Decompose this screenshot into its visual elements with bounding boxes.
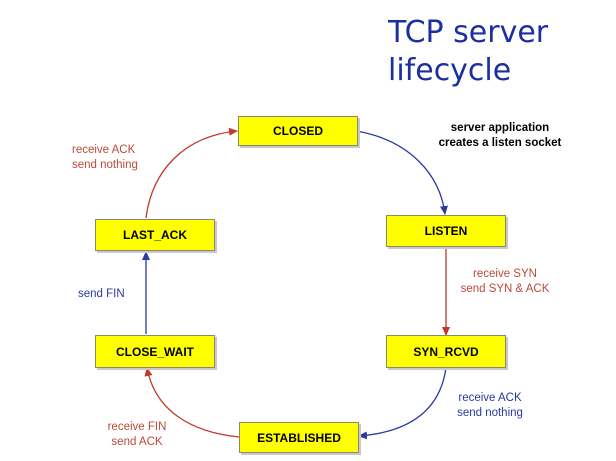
label-last-ack-to-closed: receive ACK send nothing	[72, 143, 138, 173]
label-last-ack-to-closed-line-1: receive ACK	[72, 144, 136, 156]
diagram-title: TCP server lifecycle	[388, 14, 548, 90]
state-syn-rcvd: SYN_RCVD	[386, 335, 506, 368]
title-line-1: TCP server	[388, 15, 549, 50]
label-closed-to-listen-line-1: server application	[450, 122, 550, 134]
label-syn-rcvd-to-established-line-1: receive ACK	[458, 392, 522, 404]
arrow-last-ack-to-closed	[145, 127, 238, 219]
arrow-established-to-close-wait	[144, 367, 240, 438]
label-established-to-close-wait-line-1: receive FIN	[107, 421, 167, 433]
label-syn-rcvd-to-established-line-2: send nothing	[457, 407, 523, 419]
state-close-wait: CLOSE_WAIT	[95, 335, 215, 368]
label-listen-to-syn-rcvd-line-2: send SYN & ACK	[460, 283, 550, 295]
label-close-wait-to-last-ack-line-1: send FIN	[78, 288, 125, 300]
label-established-to-close-wait: receive FIN send ACK	[92, 420, 182, 450]
label-close-wait-to-last-ack: send FIN	[78, 287, 125, 302]
label-syn-rcvd-to-established: receive ACK send nothing	[440, 391, 540, 421]
arrow-syn-rcvd-to-established	[358, 367, 447, 440]
label-established-to-close-wait-line-2: send ACK	[111, 436, 163, 448]
label-listen-to-syn-rcvd: receive SYN send SYN & ACK	[450, 267, 560, 297]
label-closed-to-listen: server application creates a listen sock…	[415, 121, 585, 151]
state-established: ESTABLISHED	[239, 422, 359, 453]
label-last-ack-to-closed-line-2: send nothing	[72, 159, 138, 171]
arrow-closed-to-listen	[355, 130, 448, 215]
state-listen: LISTEN	[386, 215, 506, 247]
title-line-2: lifecycle	[388, 53, 512, 88]
label-listen-to-syn-rcvd-line-1: receive SYN	[473, 268, 537, 280]
state-last-ack: LAST_ACK	[95, 219, 215, 251]
label-closed-to-listen-line-2: creates a listen socket	[438, 137, 562, 149]
state-closed: CLOSED	[238, 116, 358, 146]
